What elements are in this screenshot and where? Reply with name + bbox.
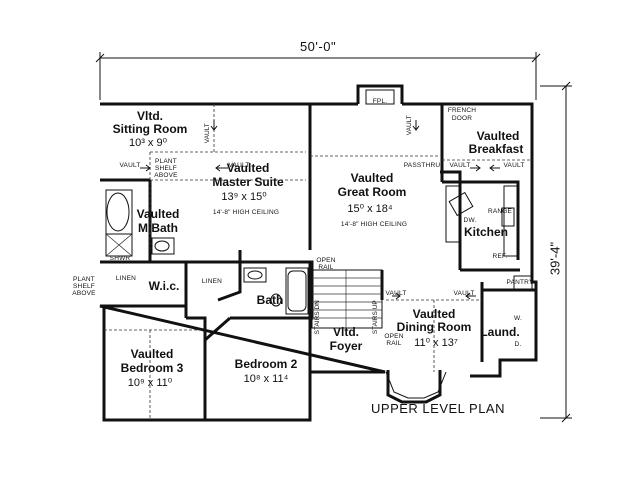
open-rail-dining-1: OPEN <box>384 333 404 340</box>
stairs <box>311 269 383 329</box>
linen-note-bath: LINEN <box>115 275 137 282</box>
sitting-room-label-2: Sitting Room <box>112 122 188 136</box>
sitting-room-dim: 10³ x 9⁰ <box>128 137 168 149</box>
sitting-room-label-1: Vltd. <box>137 109 163 123</box>
plan-title: UPPER LEVEL PLAN <box>371 401 505 416</box>
interior-walls <box>100 104 536 420</box>
depth-dimension-line <box>540 81 572 423</box>
shower-note: SHWR <box>109 255 131 262</box>
passthru-note: PASSTHRU <box>403 162 441 169</box>
bath-label: Bath <box>256 293 284 307</box>
fireplace-bump <box>356 84 404 104</box>
master-suite-label-1: Vaulted <box>226 161 270 175</box>
master-suite-dim: 13⁹ x 15⁰ <box>221 191 267 203</box>
vault-note-master-side: VAULT <box>228 162 250 169</box>
foyer-label-1: Vltd. <box>333 325 359 339</box>
vault-note-master: VAULT <box>203 123 211 144</box>
vault-note-dining-right: VAULT <box>453 290 475 297</box>
vault-arrows <box>140 120 500 300</box>
vault-note-great: VAULT <box>405 115 413 136</box>
refrigerator-note: REF. <box>492 253 508 260</box>
vault-note-breakfast-right: VAULT <box>503 162 525 169</box>
breakfast-label-1: Vaulted <box>476 129 520 143</box>
kitchen-fixtures <box>445 185 533 291</box>
stairs-up-note: STAIRS UP <box>371 300 379 335</box>
vault-lines <box>104 104 532 420</box>
great-room-ceiling-note: 14'-8" HIGH CEILING <box>340 221 408 228</box>
open-rail-dining-2: RAIL <box>386 340 402 347</box>
plant-shelf-note-2: SHELF <box>155 165 177 172</box>
pantry-note: PANTRY <box>506 279 534 286</box>
width-dimension-line <box>95 52 541 100</box>
plant-shelf-note-1: PLANT <box>155 158 177 165</box>
open-rail-note-1: OPEN <box>316 257 336 264</box>
dryer-note: D. <box>514 341 522 348</box>
bedroom3-label-1: Vaulted <box>130 347 174 361</box>
bedroom3-label-2: Bedroom 3 <box>120 361 184 375</box>
dining-room-label-2: Dining Room <box>396 320 472 334</box>
dining-room-label-1: Vaulted <box>412 307 456 321</box>
plant-shelf-side-1: PLANT <box>73 276 95 283</box>
width-dimension: 50'-0" <box>299 39 337 54</box>
dishwasher-note: DW. <box>463 217 477 224</box>
bath-fixtures <box>105 189 309 315</box>
master-suite-label-2: Master Suite <box>212 175 284 189</box>
dining-bay-window <box>385 371 447 399</box>
master-ceiling-note: 14'-8" HIGH CEILING <box>212 209 280 216</box>
master-bath-label-1: Vaulted <box>136 207 180 221</box>
french-door-note-2: DOOR <box>451 115 473 122</box>
fireplace <box>365 89 395 105</box>
master-bath-label-2: M.Bath <box>138 221 178 235</box>
bedroom2-label: Bedroom 2 <box>234 357 298 371</box>
breakfast-label-2: Breakfast <box>468 142 524 156</box>
bedroom3-dim: 10⁹ x 11⁰ <box>127 377 173 389</box>
great-room-dim: 15⁰ x 18⁴ <box>347 203 393 215</box>
linen-note-hall: LINEN <box>201 278 223 285</box>
kitchen-label: Kitchen <box>463 225 509 239</box>
washer-note: W. <box>514 315 522 322</box>
walk-in-closet-label: W.i.c. <box>148 279 180 293</box>
great-room-label-2: Great Room <box>337 185 407 199</box>
depth-dimension: 39'-4" <box>547 241 563 276</box>
laundry-label: Laund. <box>480 325 520 339</box>
great-room-label-1: Vaulted <box>350 171 394 185</box>
exterior-wall <box>99 102 538 422</box>
foyer-label-2: Foyer <box>329 339 363 353</box>
vault-note-dining-left: VAULT <box>385 290 407 297</box>
plant-shelf-side-3: ABOVE <box>72 290 96 297</box>
vault-note-breakfast-left: VAULT <box>449 162 471 169</box>
fireplace-note: FPL. <box>372 98 388 105</box>
vault-note-sitting: VAULT <box>119 162 141 169</box>
plant-shelf-side-2: SHELF <box>73 283 95 290</box>
dining-room-dim: 11⁰ x 13⁷ <box>414 337 458 349</box>
bedroom2-dim: 10⁸ x 11⁴ <box>243 373 289 385</box>
range-note: RANGE <box>487 208 513 215</box>
open-rail-note-2: RAIL <box>318 264 334 271</box>
stairs-down-note: STAIRS DN <box>313 300 321 335</box>
french-door-note-1: FRENCH <box>447 107 477 114</box>
plant-shelf-note-3: ABOVE <box>154 172 178 179</box>
